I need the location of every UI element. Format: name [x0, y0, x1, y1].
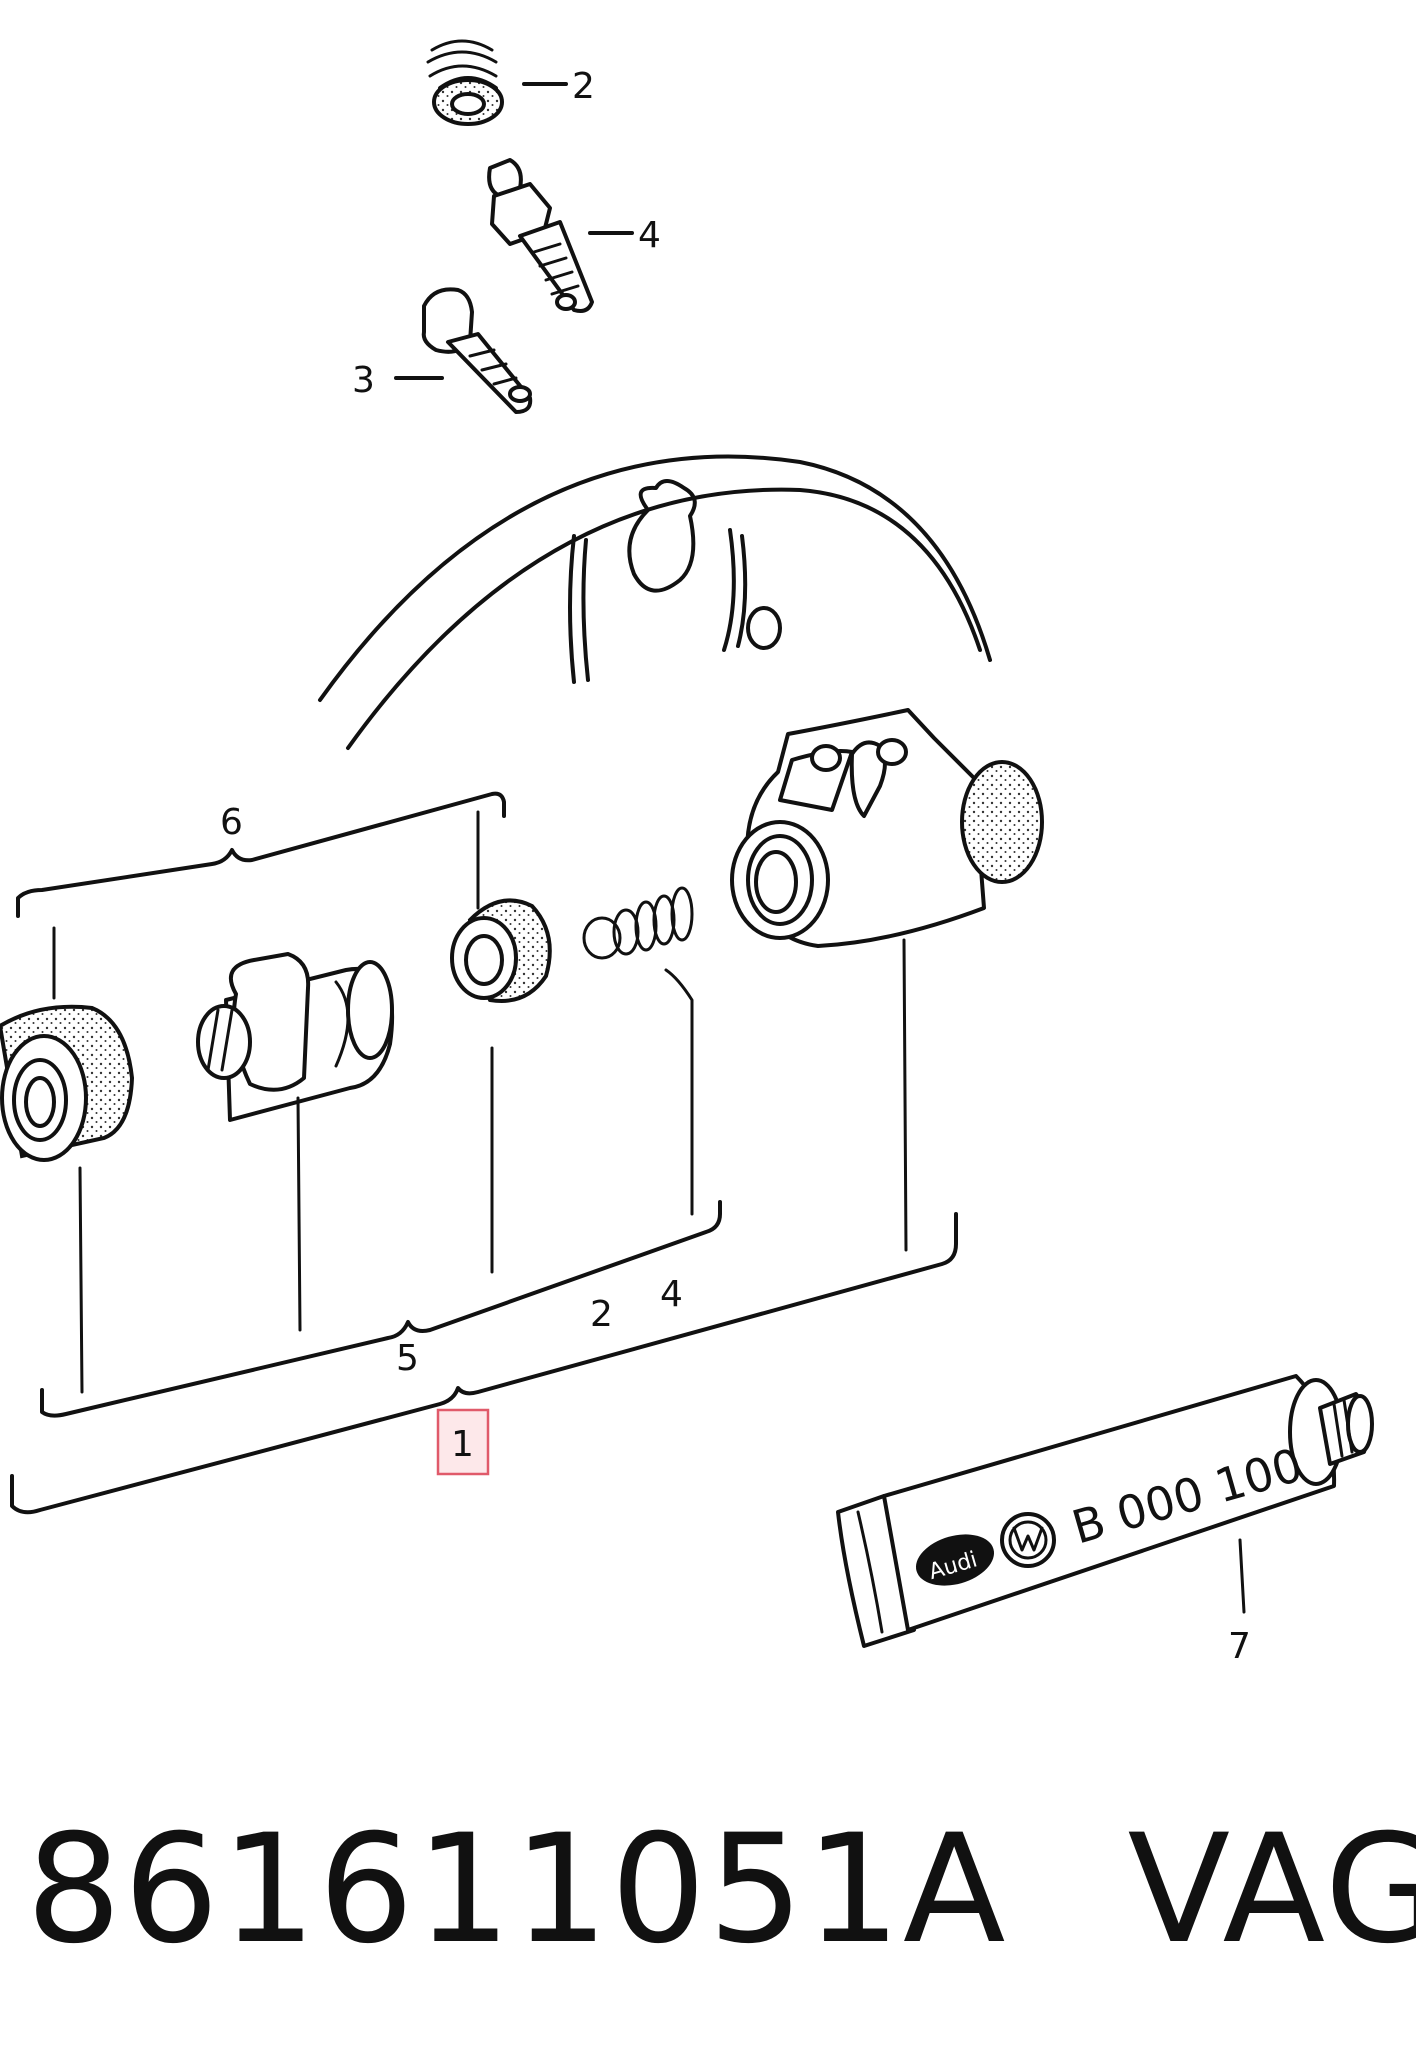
callout-2-mid: 2	[590, 1294, 613, 1335]
vw-logo-icon	[1000, 1512, 1056, 1568]
bleeder-cap-part	[426, 39, 504, 126]
part-number: 861611051A	[26, 1803, 1008, 1977]
callout-6: 6	[220, 802, 243, 843]
leader-line	[1238, 1538, 1246, 1614]
part-number-footer: 861611051A VAG	[26, 1790, 1416, 1990]
leader-lines	[78, 938, 908, 1394]
dust-boot-part	[0, 1004, 135, 1162]
spring-part	[582, 886, 694, 960]
wheel-cylinder-housing-part	[730, 708, 1044, 948]
callout-7: 7	[1228, 1626, 1251, 1667]
callout-2-top: 2	[572, 66, 595, 107]
callout-3: 3	[352, 360, 375, 401]
grease-tube-part: Audi B 000 100	[836, 1374, 1374, 1648]
mounting-screw-part	[421, 287, 533, 414]
backing-plate-outline	[318, 454, 992, 750]
callout-4-top: 4	[638, 215, 661, 256]
brand-name: VAG	[1127, 1803, 1416, 1977]
bleeder-screw-part	[487, 158, 594, 313]
piston-part	[196, 952, 395, 1122]
bracket-5	[40, 1200, 722, 1418]
bracket-1	[10, 1212, 958, 1515]
callout-1-highlight-box[interactable]	[436, 1408, 490, 1476]
callout-1: 1	[451, 1424, 474, 1465]
callout-5: 5	[396, 1338, 419, 1379]
callout-4-mid: 4	[660, 1274, 683, 1315]
cup-seal-part	[450, 898, 552, 1003]
bracket-6	[16, 791, 506, 1000]
